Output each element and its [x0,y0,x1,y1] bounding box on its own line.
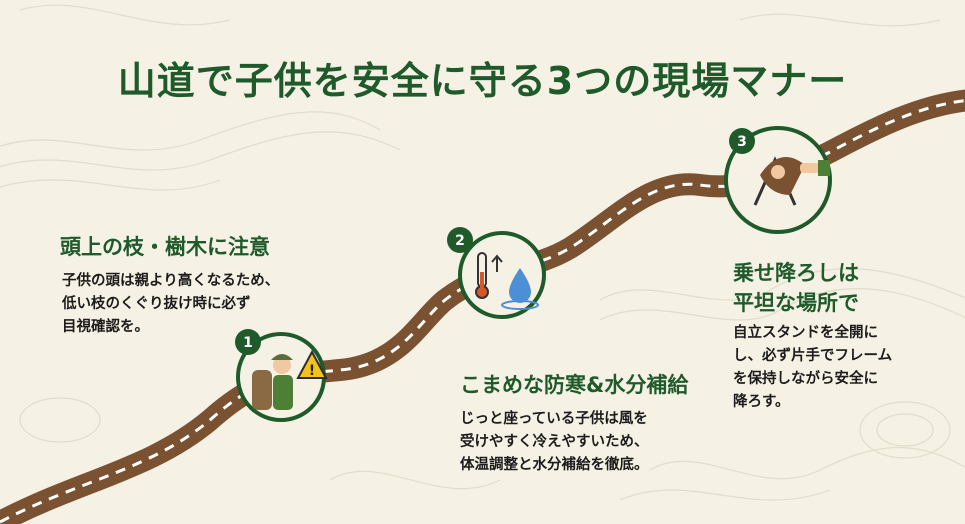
step-3-number: 3 [737,134,747,150]
step-3-icon-circle: 3 [724,126,832,234]
step-3-body-line: を保持しながら安全に [733,371,878,387]
step-3-body-line: し、必ず片手でフレーム [733,348,893,364]
step-2-number-badge [447,227,473,253]
step-3-number-badge [729,128,755,154]
step-1-number-badge [235,329,261,355]
step-2-icon-circle: 2 [447,227,546,319]
step-3-body-line: 自立スタンドを全開に [733,325,878,341]
step-2-body-line: じっと座っている子供は風を [460,411,648,427]
step-1-heading-line: 頭上の枝・樹木に注意 [60,235,270,259]
topographic-contours [0,4,965,501]
step-3-body: 自立スタンドを全開に し、必ず片手でフレーム を保持しながら安全に 降ろす。 [733,322,892,414]
step-1-icon-circle: ! 1 [235,329,328,422]
step-1-body-line: 目視確認を。 [62,319,149,335]
thermometer-and-water-drop-icon [475,252,539,310]
step-1-body-line: 低い枝のくぐり抜け時に必ず [62,296,251,312]
step-3-heading-line: 乗せ降ろしは [733,261,859,285]
step-3-heading-line: 平坦な場所で [733,291,859,315]
step-2-body-line: 体温調整と水分補給を徹底。 [460,457,649,473]
svg-text:!: ! [309,363,315,379]
step-2-body: じっと座っている子供は風を 受けやすく冷えやすいため、 体温調整と水分補給を徹底… [460,408,649,477]
step-2-heading-line: こまめな防寒&水分補給 [460,373,689,397]
child-carrier-stand-icon [753,156,830,206]
step-3-heading: 乗せ降ろしは 平坦な場所で [733,258,859,318]
step-2-heading: こまめな防寒&水分補給 [460,370,688,400]
page-title: 山道で子供を安全に守る3つの現場マナー [117,59,848,103]
step-2-number: 2 [455,233,465,249]
step-1-body-line: 子供の頭は親より高くなるため、 [62,273,280,289]
step-1-body: 子供の頭は親より高くなるため、 低い枝のくぐり抜け時に必ず 目視確認を。 [62,270,279,339]
hiker-with-child-carrier-and-warning-icon: ! [252,349,328,410]
step-3-body-line: 降ろす。 [733,394,790,410]
step-2-body-line: 受けやすく冷えやすいため、 [460,434,649,450]
step-1-heading: 頭上の枝・樹木に注意 [60,232,270,262]
step-1-number: 1 [243,335,253,351]
